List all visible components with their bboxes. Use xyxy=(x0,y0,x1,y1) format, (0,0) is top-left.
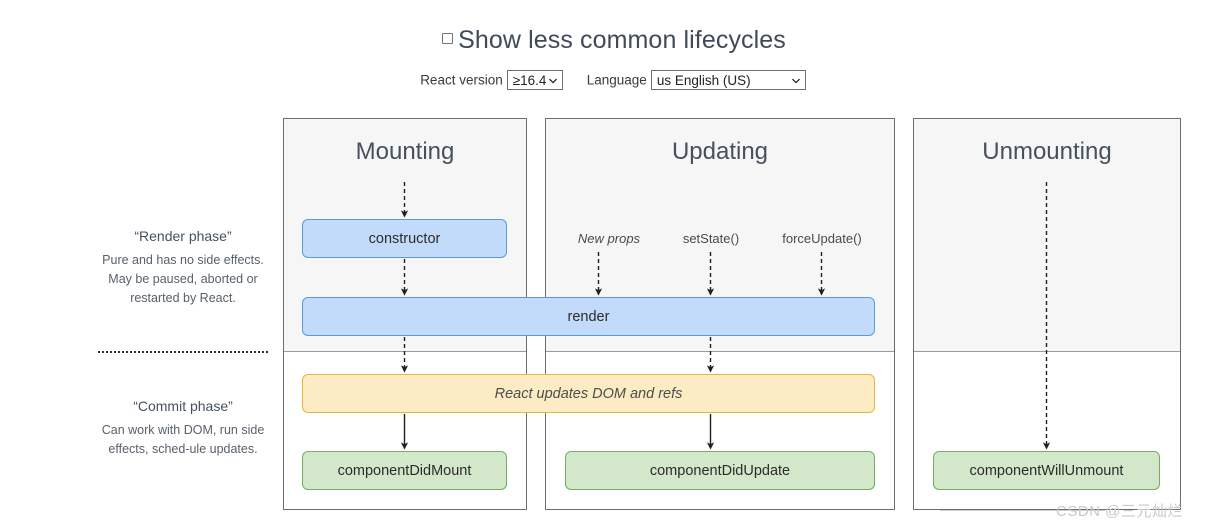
react-version-value: ≥16.4 xyxy=(512,73,547,88)
lifecycle-box-constructor[interactable]: constructor xyxy=(302,219,507,258)
show-less-common-lifecycles-checkbox[interactable] xyxy=(442,33,454,44)
render-phase-description: Pure and has no side effects. May be pau… xyxy=(102,253,264,305)
column-mounting-title: Mounting xyxy=(355,138,455,165)
phase-divider xyxy=(98,351,268,353)
render-phase-title: “Render phase” xyxy=(134,228,232,244)
watermark-rule xyxy=(940,510,1105,511)
language-select[interactable]: us English (US) xyxy=(650,70,806,90)
controls-row: React version ≥16.4 Language us English (US… xyxy=(0,70,1228,90)
react-version-label: React version xyxy=(420,72,503,88)
react-version-select[interactable]: ≥16.4 xyxy=(506,70,563,90)
language-value: us English (US) xyxy=(656,73,751,88)
chevron-down-icon xyxy=(791,77,800,85)
lifecycle-box-render[interactable]: render xyxy=(302,297,875,336)
lifecycle-box-component-did-mount[interactable]: componentDidMount xyxy=(302,451,507,490)
lifecycle-box-react-updates-dom-and-refs: React updates DOM and refs xyxy=(302,374,875,413)
commit-phase-title: “Commit phase” xyxy=(133,398,233,414)
trigger-label-set-state: setState() xyxy=(682,231,740,246)
language-label: Language xyxy=(586,72,647,88)
lifecycle-box-component-will-unmount[interactable]: componentWillUnmount xyxy=(933,451,1160,490)
render-phase-block: “Render phase” Pure and has no side effe… xyxy=(88,228,278,308)
lifecycle-box-component-did-update[interactable]: componentDidUpdate xyxy=(565,451,875,490)
phase-sidebar: “Render phase” Pure and has no side effe… xyxy=(88,118,278,510)
commit-phase-block: “Commit phase” Can work with DOM, run si… xyxy=(88,398,278,459)
chevron-down-icon xyxy=(548,77,557,85)
trigger-label-force-update: forceUpdate() xyxy=(782,231,862,246)
column-updating-title: Updating xyxy=(671,138,769,165)
watermark-text: CSDN @三元灿烂 xyxy=(1056,503,1183,520)
page-title: Show less common lifecycles xyxy=(458,26,786,54)
column-unmounting-title: Unmounting xyxy=(982,138,1112,165)
title-row: Show less common lifecycles xyxy=(0,26,1228,55)
trigger-label-new-props: New props xyxy=(577,231,641,246)
commit-phase-description: Can work with DOM, run side effects, sch… xyxy=(101,423,265,456)
